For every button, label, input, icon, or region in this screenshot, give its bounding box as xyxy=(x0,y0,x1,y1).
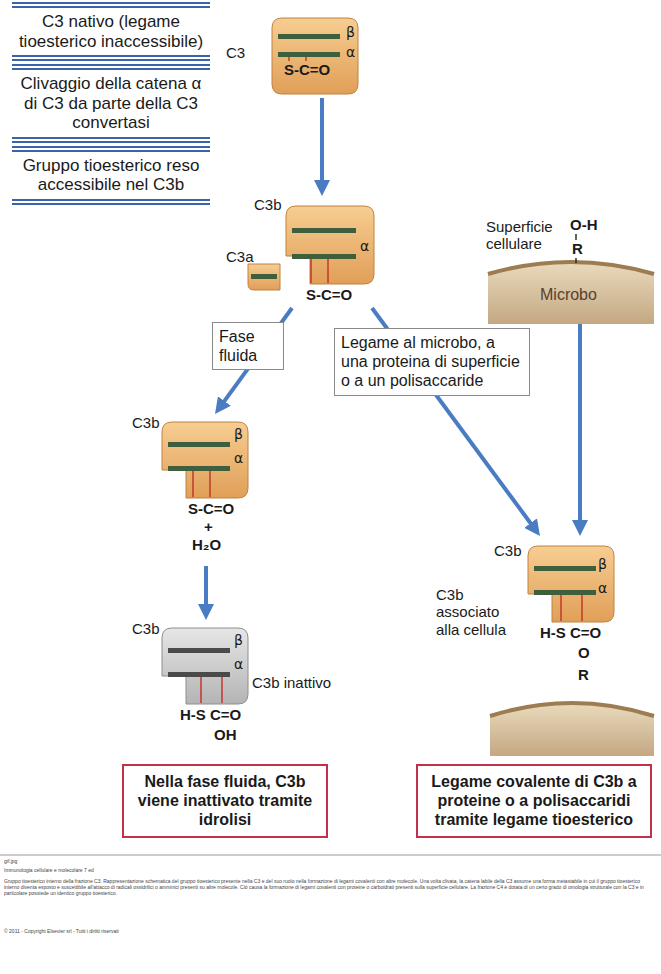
step-band: C3 nativo (legame tioesterico inaccessib… xyxy=(12,2,210,61)
thioester-link xyxy=(192,471,194,497)
label: C3b xyxy=(494,542,522,559)
footer-rule xyxy=(0,855,661,856)
chain-label: α xyxy=(598,580,607,596)
protein-outline xyxy=(162,628,248,704)
microbe-label: Microbo xyxy=(540,286,597,304)
peptide-chain xyxy=(292,228,356,233)
edge-label: Legame al microbo, a una proteina di sup… xyxy=(334,328,530,396)
flow-arrow xyxy=(320,98,324,186)
protein-outline xyxy=(162,422,248,498)
source-note: © 2011 - Copyright Elsevier srl - Tutti … xyxy=(4,928,119,934)
step-text: Clivaggio della catena α di C3 da parte … xyxy=(16,74,206,133)
molecule-group: C3a xyxy=(226,244,284,294)
plus-sign: + xyxy=(204,518,213,535)
protein-outline xyxy=(286,206,374,284)
label: C3a xyxy=(226,248,254,265)
protein-outline xyxy=(528,546,614,622)
peptide-chain xyxy=(168,672,230,677)
protein-outline xyxy=(272,18,358,94)
chain-label: α xyxy=(346,44,355,60)
thioester-group: S-C=O xyxy=(284,61,330,78)
state-label: C3b inattivo xyxy=(252,674,331,691)
chain-label: β xyxy=(346,24,355,40)
chain-label: α xyxy=(234,450,243,466)
thioester-group: S-C=O xyxy=(188,500,234,517)
state-label: C3b associato alla cellula xyxy=(436,586,524,638)
flow-arrow xyxy=(204,566,208,610)
thioester-link xyxy=(560,595,562,621)
thiol-group: H-S C=O xyxy=(180,706,241,723)
molecule-group: Superficie cellulare O-H R Microbo xyxy=(486,206,656,324)
source-note: Immunologia cellulare e molecolare 7 ed xyxy=(4,867,94,873)
oxygen-label: O xyxy=(578,644,590,661)
source-note: gif.jpg xyxy=(4,858,17,864)
figure-caption: Gruppo tioesterico interno della frazion… xyxy=(4,878,654,896)
peptide-chain xyxy=(534,566,596,571)
thioester-link xyxy=(581,595,583,621)
thioester-link xyxy=(200,677,202,703)
thioester-link xyxy=(327,259,329,283)
peptide-chain xyxy=(278,34,340,39)
step-text: C3 nativo (legame tioesterico inaccessib… xyxy=(16,12,206,51)
peptide-chain xyxy=(534,590,596,595)
protein-figure xyxy=(272,18,358,94)
protein-figure xyxy=(248,264,280,290)
edge-label: Fase fluida xyxy=(212,322,284,370)
surface-label: Superficie cellulare xyxy=(486,218,562,253)
flow-arrow xyxy=(578,324,582,526)
result-text: Legame covalente di C3b a proteine o a p… xyxy=(426,772,642,830)
molecule-group: C3b αS-C=O xyxy=(250,196,380,308)
peptide-chain xyxy=(168,648,230,653)
peptide-chain xyxy=(168,442,230,447)
residue-label: R xyxy=(578,666,589,683)
peptide-chain xyxy=(168,466,230,471)
thioester-link xyxy=(310,259,312,283)
cell-surface xyxy=(490,703,654,756)
label: C3b xyxy=(132,414,160,431)
label: C3 xyxy=(226,44,245,61)
chain-label: β xyxy=(234,632,243,648)
peptide-chain xyxy=(278,52,340,57)
chemical-bond xyxy=(575,234,576,240)
microbe-membrane xyxy=(488,262,654,274)
cell-membrane xyxy=(490,703,654,716)
thioester-link xyxy=(305,57,307,61)
molecule-group: C3b βαS-C=O+H₂O xyxy=(132,414,262,566)
hydroxyl-group: O-H xyxy=(570,216,598,233)
peptide-chain xyxy=(251,274,277,279)
protein-outline xyxy=(248,264,280,290)
step-band: Clivaggio della catena α di C3 da parte … xyxy=(12,64,210,143)
chain-label: α xyxy=(234,656,243,672)
thiol-group: H-S C=O xyxy=(540,624,601,641)
microbe-body xyxy=(488,262,654,324)
molecule-group: C3 βS-C=O α xyxy=(222,14,362,98)
chain-label: β xyxy=(598,556,607,572)
thioester-link xyxy=(221,677,223,703)
chain-label: α xyxy=(360,238,369,254)
residue-label: R xyxy=(572,240,583,257)
thioester-link xyxy=(288,57,290,61)
result-box: Legame covalente di C3b a proteine o a p… xyxy=(416,764,652,838)
label: C3b xyxy=(254,196,282,213)
chemical-bond xyxy=(575,258,576,263)
thioester-group: S-C=O xyxy=(306,286,352,303)
step-text: Gruppo tioesterico reso accessibile nel … xyxy=(16,156,206,195)
result-text: Nella fase fluida, C3b viene inattivato … xyxy=(132,772,318,830)
thioester-link xyxy=(209,471,211,497)
hydroxyl-group: OH xyxy=(214,726,237,743)
molecule-group: C3b βαH-S C=O OR C3b associato alla cellula xyxy=(436,536,646,694)
label: C3b xyxy=(132,620,160,637)
peptide-chain xyxy=(292,254,356,259)
result-box: Nella fase fluida, C3b viene inattivato … xyxy=(122,764,328,838)
chain-label: β xyxy=(234,426,243,442)
molecule-group: C3b βαH-S C=O OH C3b inattivo xyxy=(132,620,332,754)
step-band: Gruppo tioesterico reso accessibile nel … xyxy=(12,146,210,205)
water-label: H₂O xyxy=(192,536,221,553)
